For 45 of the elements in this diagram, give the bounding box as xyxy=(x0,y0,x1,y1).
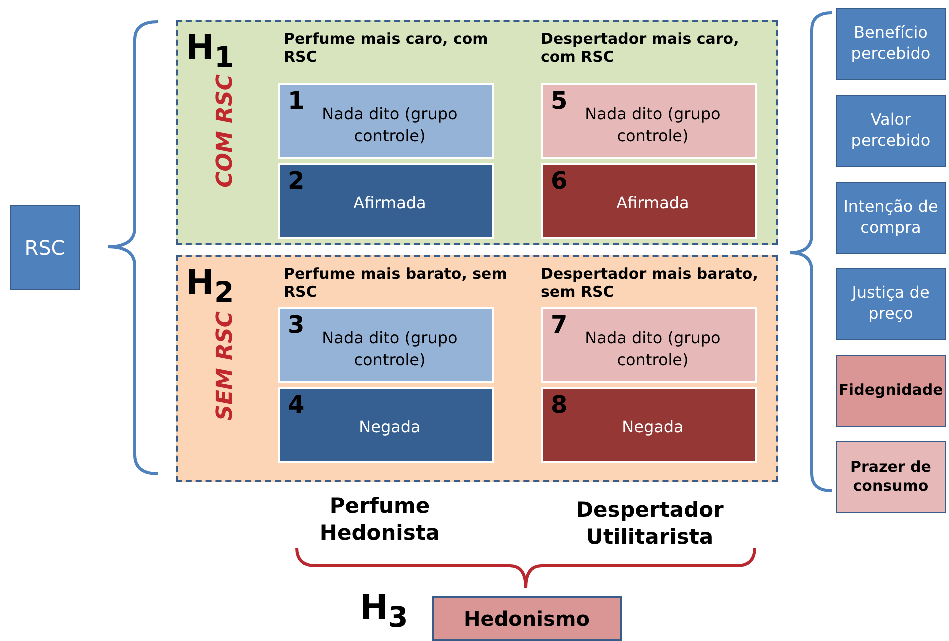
condition-label: Afirmada xyxy=(352,192,428,214)
condition-box xyxy=(278,387,494,463)
column-heading: Despertador mais caro, com RSC xyxy=(541,30,740,66)
cell-number: 7 xyxy=(551,311,568,339)
cell-number: 5 xyxy=(551,87,568,115)
group-label: COM RSC xyxy=(212,74,239,190)
condition-box xyxy=(541,387,757,463)
condition-box xyxy=(278,83,494,159)
column-heading: Despertador mais barato, sem RSC xyxy=(541,265,760,301)
condition-box xyxy=(278,163,494,239)
group-label: SEM RSC xyxy=(212,310,239,423)
condition-box xyxy=(541,83,757,159)
hypothesis-panel xyxy=(176,255,778,482)
hypothesis-label: H$_{1}$ xyxy=(186,28,234,74)
condition-label: Nada dito (grupo controle) xyxy=(321,328,459,371)
condition-box xyxy=(541,307,757,383)
concept-box: RSC xyxy=(10,205,80,290)
condition-box xyxy=(541,163,757,239)
hypothesis-label: H$_{2}$ xyxy=(186,263,234,310)
condition-label: Negada xyxy=(621,416,685,438)
variable-box: Benefício percebido xyxy=(836,8,946,80)
variable-box: Valor percebido xyxy=(836,95,946,167)
variable-box: Justiça de preço xyxy=(836,268,946,340)
cell-number: 2 xyxy=(288,167,305,195)
cell-number: 4 xyxy=(288,391,305,419)
column-heading: Perfume mais barato, sem RSC xyxy=(284,265,508,301)
cell-number: 8 xyxy=(551,391,568,419)
condition-label: Nada dito (grupo controle) xyxy=(584,104,722,147)
category-label: Despertador Utilitarista xyxy=(575,497,725,552)
condition-label: Nada dito (grupo controle) xyxy=(321,104,459,147)
cell-number: 1 xyxy=(288,87,305,115)
condition-box xyxy=(278,307,494,383)
variable-box: Intenção de compra xyxy=(836,182,946,254)
moderator-box: Hedonismo xyxy=(432,596,622,641)
cell-number: 6 xyxy=(551,167,568,195)
variable-box: Prazer de consumo xyxy=(836,441,946,513)
cell-number: 3 xyxy=(288,311,305,339)
hypothesis-label: H$_{3}$ xyxy=(360,588,408,634)
category-label: Perfume Hedonista xyxy=(318,493,442,548)
condition-label: Nada dito (grupo controle) xyxy=(584,328,722,371)
hypothesis-panel xyxy=(176,20,778,245)
condition-label: Negada xyxy=(358,416,422,438)
condition-label: Afirmada xyxy=(616,192,690,214)
variable-box: Fidegnidade xyxy=(836,355,946,427)
column-heading: Perfume mais caro, com RSC xyxy=(284,30,490,66)
